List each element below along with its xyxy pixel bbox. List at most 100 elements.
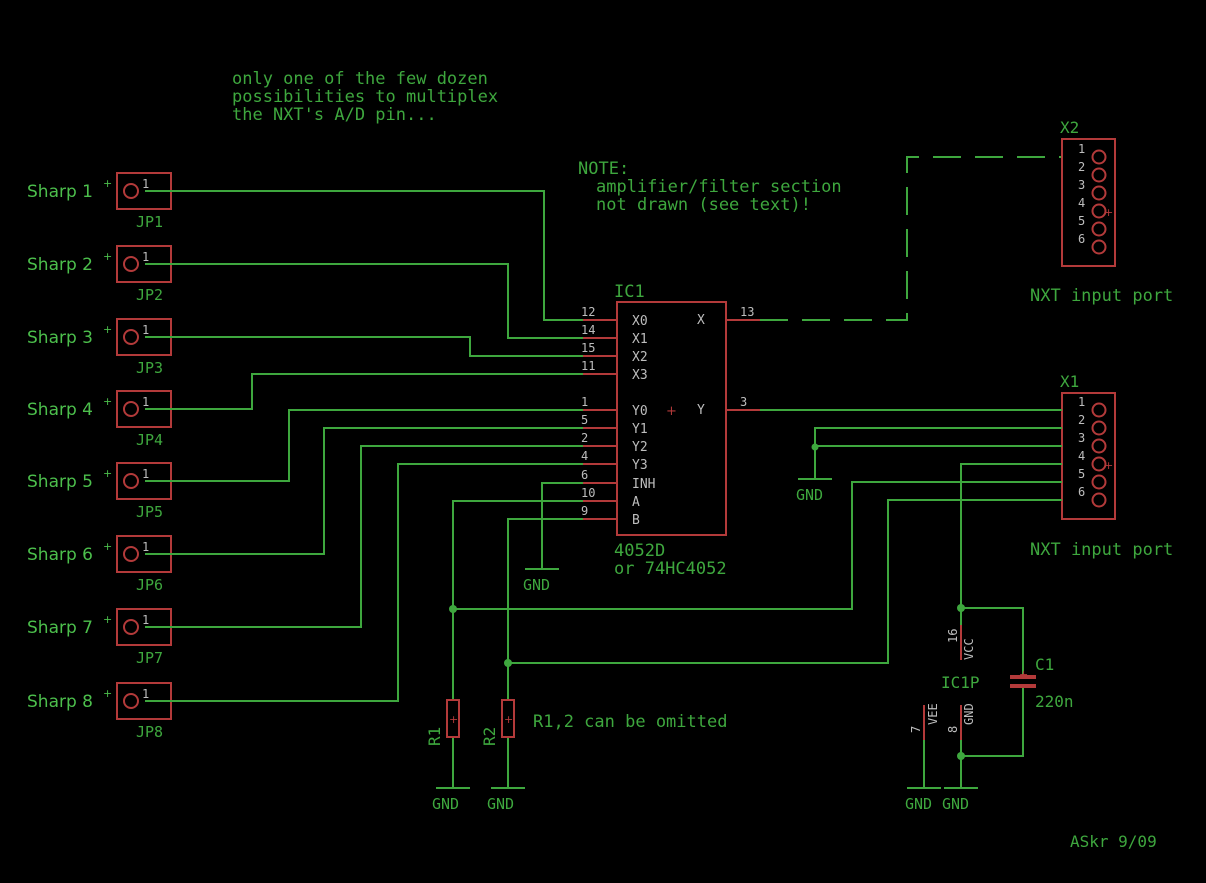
c1-value: 220n: [1035, 692, 1074, 711]
gnd-symbol-x1: GND: [796, 478, 832, 504]
connector-pad: [1091, 438, 1107, 454]
wire-jp4-x3: [145, 373, 600, 410]
connector-pad: [1091, 185, 1107, 201]
ic1-pin-label: B: [632, 513, 640, 528]
ic1-pin-label: X3: [632, 368, 648, 383]
sensor-plus-mark: +: [103, 687, 112, 700]
sensor-label: Sharp 7: [27, 618, 93, 638]
ic1p-gnd-num: 8: [946, 726, 960, 733]
ic1-pin-number: 9: [581, 504, 588, 518]
jp-name: JP5: [136, 503, 163, 521]
ic1-body: [616, 301, 727, 536]
ic1-pin-label: Y0: [632, 404, 648, 419]
x2-caption: NXT input port: [1030, 286, 1173, 306]
sensor-plus-mark: +: [103, 250, 112, 263]
x2-pin-6: 6: [1078, 232, 1107, 255]
jp-pin-number: 1: [142, 323, 149, 337]
connector-pad: [1091, 149, 1107, 165]
sensor-plus-mark: +: [103, 467, 112, 480]
ic1-pin-label: Y2: [632, 440, 648, 455]
sensor-label: Sharp 3: [27, 328, 93, 348]
x1-origin: +: [1104, 459, 1113, 472]
ic1-pin-x-label: X: [697, 313, 705, 328]
junction-dot: [449, 605, 457, 613]
x2-origin: +: [1104, 206, 1113, 219]
jp-pad: [123, 619, 139, 635]
connector-pin-number: 2: [1078, 413, 1085, 427]
x2-body: [1061, 138, 1116, 267]
wire-jp6-y1: [145, 427, 600, 555]
wire-c1-gnd: [961, 688, 1024, 757]
ic1p-vcc-label: VCC: [962, 638, 976, 660]
ic1-pin-number: 12: [581, 305, 595, 319]
ic1-pin-number: 6: [581, 468, 588, 482]
ic1-part: 4052D: [614, 541, 665, 561]
connector-pin-number: 5: [1078, 467, 1085, 481]
wire-x1-pin3-gnd: [814, 445, 1062, 478]
power-section: 16 VCC 8 GND 7 VEE IC1P + C1 220n GND GN…: [905, 604, 1074, 813]
jp-name: JP4: [136, 431, 163, 449]
sensor-plus-mark: +: [103, 540, 112, 553]
connector-pin-number: 2: [1078, 160, 1085, 174]
x2-pin-1: 1: [1078, 142, 1107, 165]
jp-name: JP1: [136, 213, 163, 231]
sensor-label: Sharp 2: [27, 255, 93, 275]
sensor-label: Sharp 1: [27, 182, 93, 202]
sensor-wires: [145, 190, 600, 702]
jp-pin-number: 1: [142, 250, 149, 264]
r2-name: R2: [480, 727, 499, 746]
connector-pad: [1091, 474, 1107, 490]
jp-pad: [123, 693, 139, 709]
x1-pin-3: 3: [1078, 431, 1107, 454]
omit-note: R1,2 can be omitted: [533, 712, 727, 732]
wire-x1-pin4-vcc: [960, 463, 1062, 608]
ic1-pin-label: Y1: [632, 422, 648, 437]
jp-pin-number: 1: [142, 177, 149, 191]
ic1-pin-number: 2: [581, 431, 588, 445]
connector-pin-number: 6: [1078, 232, 1085, 246]
connector-pad: [1091, 420, 1107, 436]
ic1p-vee-num: 7: [909, 726, 923, 733]
jp-name: JP6: [136, 576, 163, 594]
gnd-label: GND: [487, 795, 514, 813]
connector-pad: [1091, 203, 1107, 219]
note-title: NOTE:: [578, 159, 629, 179]
ic1-pin-number: 11: [581, 359, 595, 373]
ic1-pin-label: X0: [632, 314, 648, 329]
wire-a-r1: [452, 500, 600, 700]
connector-pin-number: 5: [1078, 214, 1085, 228]
top-note-line1: only one of the few dozen: [232, 69, 488, 89]
wire-jp8-y3: [145, 463, 600, 702]
wire-jp3-x2: [145, 336, 600, 357]
ic1-multiplexer: IC1 4052D or 74HC4052 12X014X115X211X31Y…: [581, 282, 760, 579]
wire-x1-pin6-b: [508, 499, 1062, 664]
note-line1: amplifier/filter section: [596, 177, 842, 197]
ic1-pin-label: INH: [632, 477, 655, 492]
ic1-pin-y1: 5Y1: [581, 413, 648, 437]
gnd-label: GND: [432, 795, 459, 813]
jp-pad: [123, 473, 139, 489]
amplifier-note: NOTE: amplifier/filter section not drawn…: [578, 159, 842, 215]
sensor-label: Sharp 4: [27, 400, 93, 420]
ic1-pin-y3: 4Y3: [581, 449, 648, 473]
jp-pin-number: 1: [142, 540, 149, 554]
x2-pin-4: 4: [1078, 196, 1107, 219]
c1-name: C1: [1035, 655, 1054, 674]
note-line2: not drawn (see text)!: [596, 195, 811, 215]
connector-pin-number: 3: [1078, 431, 1085, 445]
c1-plate-top: [1010, 675, 1036, 679]
x1-name: X1: [1060, 372, 1079, 391]
junction-dot: [811, 443, 819, 451]
wire-b-r2: [507, 518, 600, 700]
